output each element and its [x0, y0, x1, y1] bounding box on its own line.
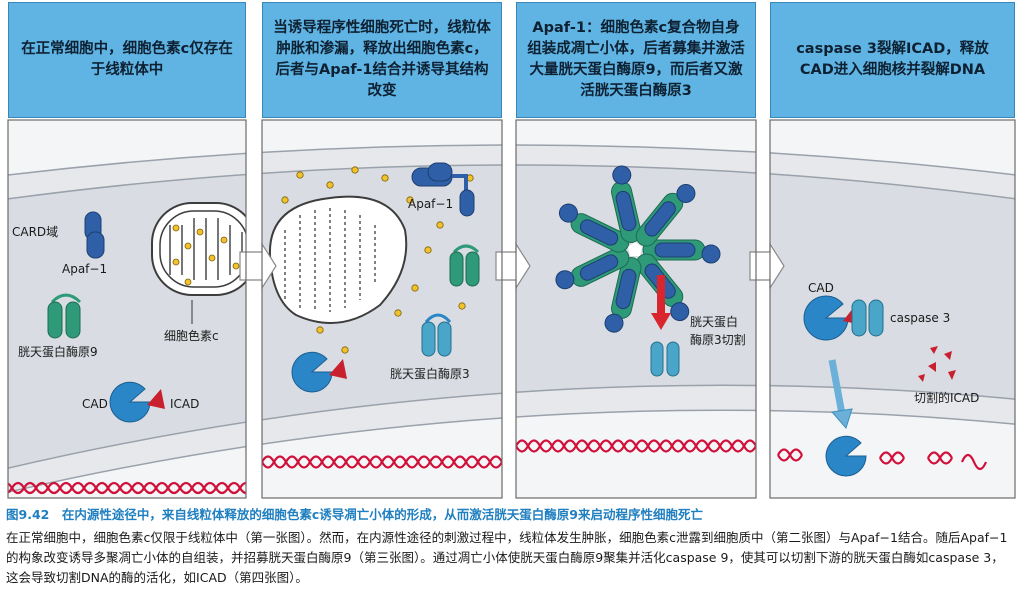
caspase3-label: caspase 3 — [890, 311, 950, 325]
icad-fragments — [918, 346, 956, 382]
step-arrow-2 — [495, 0, 531, 500]
apaf1-label-2: Apaf−1 — [408, 197, 453, 211]
panel-3-heading: Apaf-1：细胞色素c复合物自身组装成凋亡小体，后者募集并激活大量胱天蛋白酶原… — [516, 2, 756, 118]
procaspase9-label: 胱天蛋白酶原9 — [18, 344, 98, 359]
cad-icad-complex-2 — [291, 351, 347, 393]
procaspase3-cleave-label-2: 酶原3切割 — [690, 332, 746, 347]
dna-fragments — [777, 448, 988, 471]
procaspase9-icon — [47, 293, 82, 339]
procaspase3-p2 — [421, 313, 452, 357]
apoptosome-spoke — [635, 183, 696, 247]
procaspase3-label: 胱天蛋白酶原3 — [390, 366, 470, 381]
apoptosome — [555, 165, 721, 333]
cleavage-arrow — [651, 275, 671, 330]
apaf1-bound — [411, 162, 475, 217]
mitochondrion-swollen — [268, 195, 408, 324]
cytochrome-c-label: 细胞色素c — [164, 329, 219, 343]
apoptosome-spoke — [558, 203, 630, 253]
cleaved-icad-label: 切割的ICAD — [914, 390, 979, 405]
cad-caspase3 — [803, 295, 884, 341]
procaspase3-cleave-label-1: 胱天蛋白 — [690, 314, 738, 329]
cad-entry-arrow — [828, 359, 853, 429]
card-domain-label: CARD域 — [12, 225, 58, 239]
procaspase9-p2 — [449, 244, 480, 287]
dna-helix-3 — [516, 439, 756, 453]
apoptosome-spoke — [555, 247, 630, 290]
card-domain-apaf1 — [84, 211, 105, 259]
panel-2-heading: 当诱导程序性细胞死亡时，线粒体肿胀和渗漏，释放出细胞色素c，后者与Apaf-1结… — [262, 2, 502, 118]
apoptosome-spoke — [604, 257, 642, 333]
figure-caption-title: 图9.42 在内源性途径中，来自线粒体释放的细胞色素c诱导凋亡小体的形成，从而激… — [6, 507, 703, 522]
step-arrow-1 — [239, 0, 277, 500]
apaf1-label: Apaf−1 — [62, 262, 107, 276]
icad-label-1: ICAD — [170, 397, 199, 411]
cad-label-1: CAD — [82, 397, 108, 411]
apoptosis-figure: 在正常细胞中，细胞色素c仅存在于线粒体中 当诱导程序性细胞死亡时，线粒体肿胀和渗… — [7, 0, 1016, 500]
cad-icad-complex-1 — [109, 381, 165, 423]
apoptosome-spoke — [611, 165, 642, 243]
step-arrow-3 — [749, 0, 785, 500]
apoptosome-spoke — [642, 239, 721, 264]
panel-4-heading: caspase 3裂解ICAD，释放CAD进入细胞核并裂解DNA — [770, 2, 1015, 118]
cad-label-4: CAD — [808, 281, 834, 295]
dna-helix-2 — [262, 455, 502, 469]
cytochrome-c-released — [281, 166, 474, 354]
procaspase3-cleaved — [650, 341, 680, 377]
mitochondrion-normal — [151, 202, 257, 296]
panel-1-heading: 在正常细胞中，细胞色素c仅存在于线粒体中 — [8, 2, 246, 118]
figure-caption-body: 在正常细胞中，细胞色素c仅限于线粒体中（第一张图）。然而，在内源性途径的刺激过程… — [6, 530, 1008, 585]
diagram-svg: CARD域 Apaf−1 胱天蛋白酶原9 CAD ICAD 细胞色素c — [7, 0, 1016, 500]
cad-free — [825, 435, 867, 477]
dna-helix-1 — [8, 481, 246, 495]
